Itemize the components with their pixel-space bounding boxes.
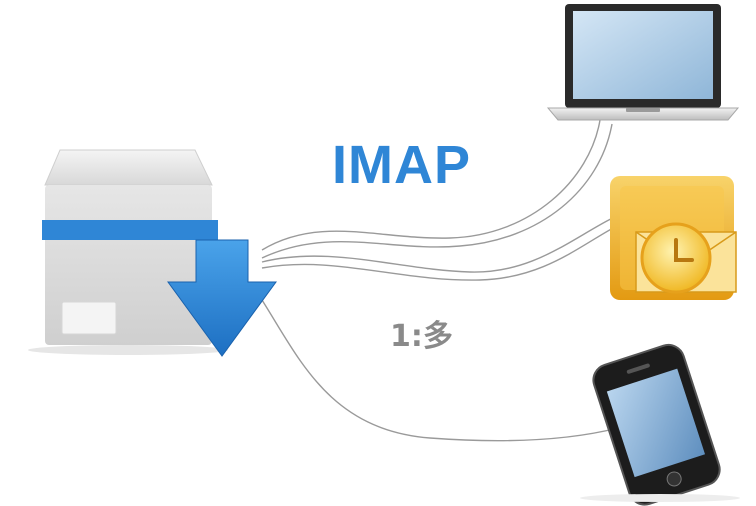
connection-line-laptop-2: [261, 123, 613, 259]
protocol-label: IMAP: [332, 135, 471, 195]
ratio-label: 1:多: [390, 319, 453, 354]
download-arrow-icon: [167, 239, 277, 357]
mail-server-icon: [28, 149, 228, 355]
smartphone-icon: [580, 343, 740, 506]
connection-line-phone: [261, 299, 619, 442]
laptop-icon: [546, 4, 740, 121]
connection-line-outlook-1: [261, 209, 631, 273]
connection-line-outlook-2: [261, 217, 633, 281]
connection-line-laptop-1: [261, 119, 601, 251]
outlook-icon: [610, 176, 737, 300]
connection-lines: [261, 119, 633, 442]
